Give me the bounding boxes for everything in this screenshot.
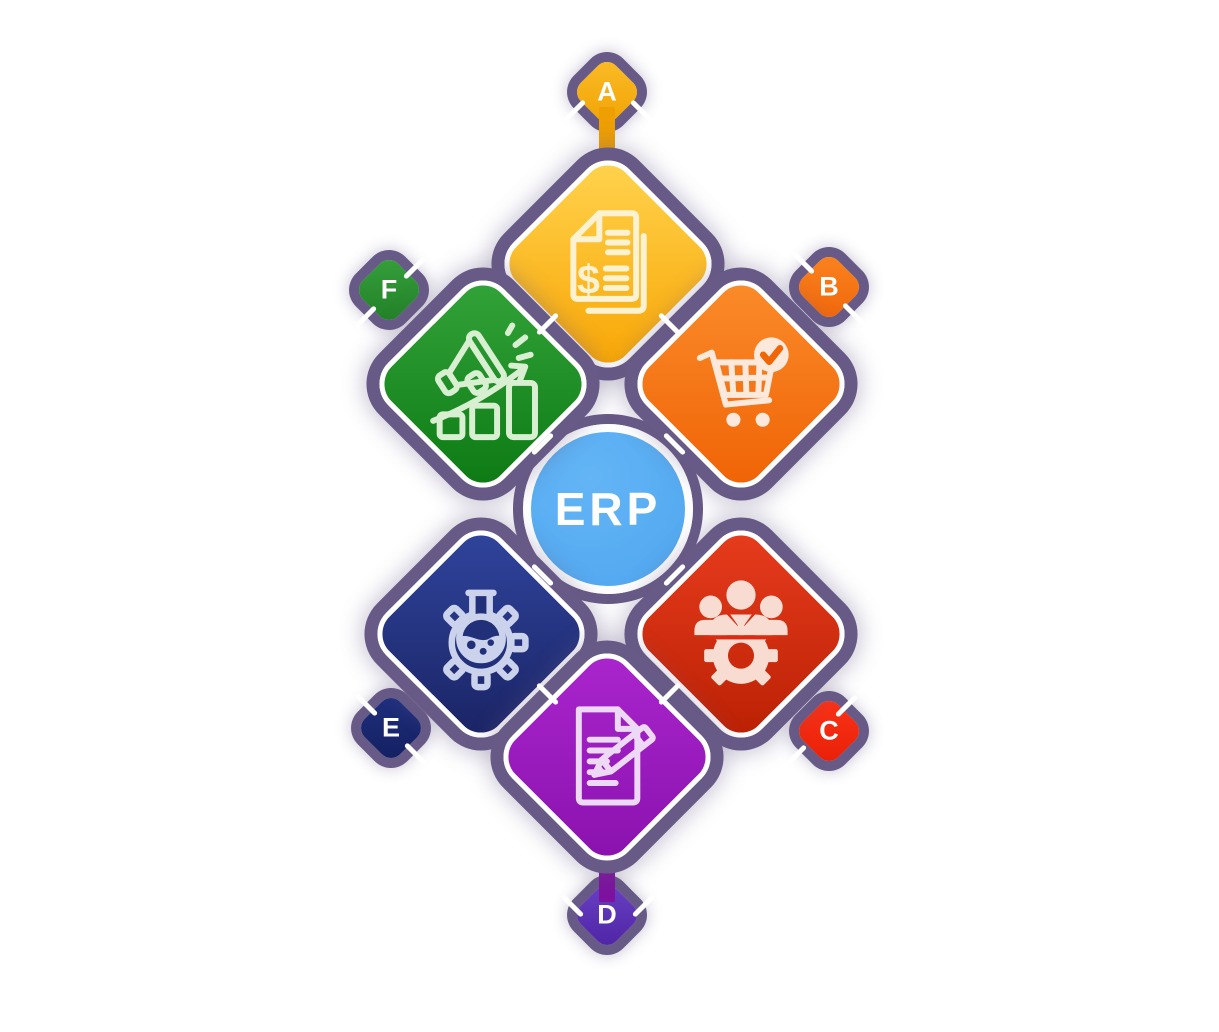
band-tick — [841, 302, 866, 326]
tag-e-label: E — [381, 712, 401, 743]
band-tick — [403, 742, 428, 766]
tag-f-label: F — [380, 274, 398, 305]
connector-a — [599, 107, 615, 163]
tag-c-label: C — [819, 715, 839, 746]
tag-d-label: D — [597, 899, 617, 930]
band-tick — [354, 693, 379, 717]
erp-hub-label: ERP — [554, 483, 662, 535]
band-tick — [629, 99, 654, 123]
erp-hub-circle[interactable]: ERP — [523, 424, 693, 594]
band-tick — [353, 305, 378, 329]
tag-a-label: A — [597, 76, 617, 107]
band-tick — [657, 682, 682, 706]
band-tick — [783, 744, 808, 768]
band-tick — [562, 99, 587, 123]
tag-b-label: B — [819, 271, 839, 302]
band-tick — [402, 256, 427, 280]
band-tick — [791, 251, 816, 275]
band-tick — [631, 894, 656, 918]
